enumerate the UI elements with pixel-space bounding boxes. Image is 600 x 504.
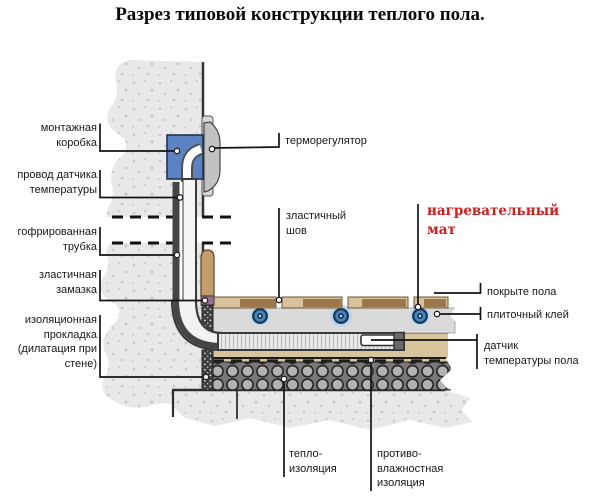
thermal-insulation-layer	[212, 361, 451, 391]
heating-cable-2	[330, 305, 352, 327]
leader-dots	[173, 145, 441, 383]
heating-cable-1	[250, 306, 270, 326]
tube-assembly	[170, 143, 405, 352]
label-floor-covering: покрыте пола	[487, 286, 557, 298]
label-moisture-insulation: противо- влажностная изоляция	[377, 448, 444, 489]
label-floor-sensor: датчик температуры пола	[484, 340, 579, 367]
thermostat	[201, 115, 221, 197]
label-heating-mat: нагревательный мат	[427, 203, 560, 238]
label-corrugated-tube: гофрированная трубка	[17, 226, 98, 253]
label-thermostat: терморегулятор	[285, 135, 367, 147]
label-sensor-wire: провод датчика температуры	[17, 169, 97, 196]
label-mounting-box: монтажная коробка	[40, 122, 97, 149]
perimeter-seam-strip	[200, 249, 215, 391]
adhesive-layer	[212, 305, 456, 334]
label-insulation-gasket: изоляционная прокладка (дилатация при ст…	[17, 314, 97, 370]
label-thermal-insulation: тепло- изоляция	[289, 448, 337, 475]
sensor-wire-conduit	[172, 182, 180, 303]
label-elastic-seam: зластичный шов	[286, 210, 346, 237]
page-title: Разрез типовой конструкции теплого пола.	[115, 4, 485, 25]
label-elastic-putty: зластичная замазка	[38, 269, 97, 296]
leader-lines	[99, 123, 482, 491]
tube-end-cap	[393, 331, 405, 351]
concrete-slab	[171, 388, 472, 430]
insulation-gasket-lower	[201, 349, 214, 391]
tile-layer	[212, 296, 449, 309]
moisture-barrier	[213, 357, 446, 363]
label-tile-adhesive: плиточный клей	[487, 309, 569, 321]
